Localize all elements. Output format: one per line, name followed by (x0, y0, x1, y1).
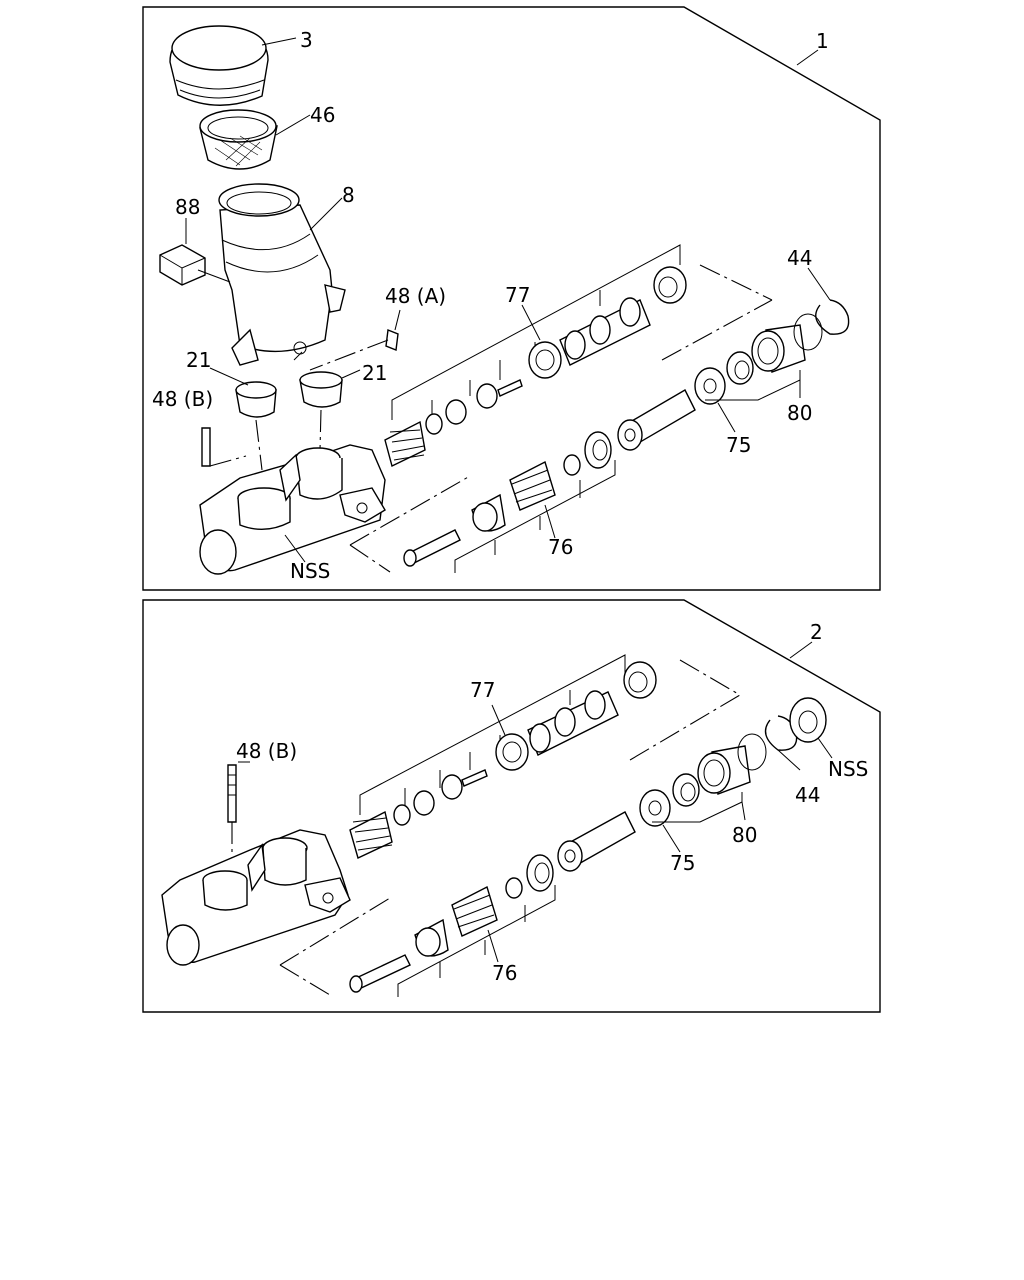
callout-77: 77 (505, 283, 530, 307)
snap-ring-44 (815, 299, 850, 335)
panel-1-frame (142, 6, 881, 591)
snap-ring-44 (764, 715, 798, 751)
primary-piston (559, 297, 651, 366)
callout-8: 8 (342, 183, 355, 207)
callout-nss: NSS (290, 559, 330, 583)
callout-46: 46 (310, 103, 335, 127)
panel-2-frame (142, 599, 881, 1013)
callout-80: 80 (732, 823, 757, 847)
callout-21-right: 21 (362, 361, 387, 385)
bushing-80 (697, 745, 751, 795)
master-cylinder-body (199, 444, 386, 575)
callout-75: 75 (670, 851, 695, 875)
secondary-spring (509, 460, 556, 511)
secondary-piston (557, 811, 636, 872)
callout-48b: 48 (B) (236, 739, 297, 763)
secondary-piston (617, 389, 696, 451)
level-sensor (159, 244, 231, 286)
callout-48b: 48 (B) (152, 387, 213, 411)
callout-44: 44 (795, 783, 820, 807)
pin-48b (227, 764, 237, 823)
washer-75 (694, 367, 726, 405)
reservoir (218, 183, 346, 366)
grommet-right (299, 371, 343, 408)
primary-piston (527, 690, 619, 756)
callout-77: 77 (470, 678, 495, 702)
secondary-spring (451, 885, 498, 937)
nss-ring (789, 697, 827, 743)
primary-spring (349, 810, 393, 859)
washer-75 (639, 789, 671, 827)
callout-76: 76 (548, 535, 573, 559)
pin-48b (201, 427, 211, 467)
panel-2: 2 77 48 (B) 44 NSS 80 75 76 (142, 599, 881, 1013)
primary-spring (384, 420, 426, 467)
master-cylinder-body (161, 829, 351, 966)
reservoir-cap (169, 25, 269, 106)
seal-upper (653, 266, 687, 304)
assembly-number: 1 (816, 29, 829, 53)
cup-77 (495, 733, 529, 771)
bushing-80 (751, 324, 806, 373)
assembly-number: 2 (810, 620, 823, 644)
callout-75: 75 (726, 433, 751, 457)
callout-44: 44 (787, 246, 812, 270)
callout-80: 80 (787, 401, 812, 425)
cup-77 (528, 341, 562, 379)
callout-76: 76 (492, 961, 517, 985)
callout-88: 88 (175, 195, 200, 219)
grommet-left (235, 381, 277, 418)
strainer (199, 109, 278, 170)
callout-nss: NSS (828, 757, 868, 781)
callout-21-left: 21 (186, 348, 211, 372)
callout-3: 3 (300, 28, 313, 52)
panel-1: 1 3 46 8 88 48 (A) 77 44 21 21 48 (B) 80… (142, 6, 881, 591)
seal-upper (623, 661, 657, 699)
callout-48a: 48 (A) (385, 284, 446, 308)
